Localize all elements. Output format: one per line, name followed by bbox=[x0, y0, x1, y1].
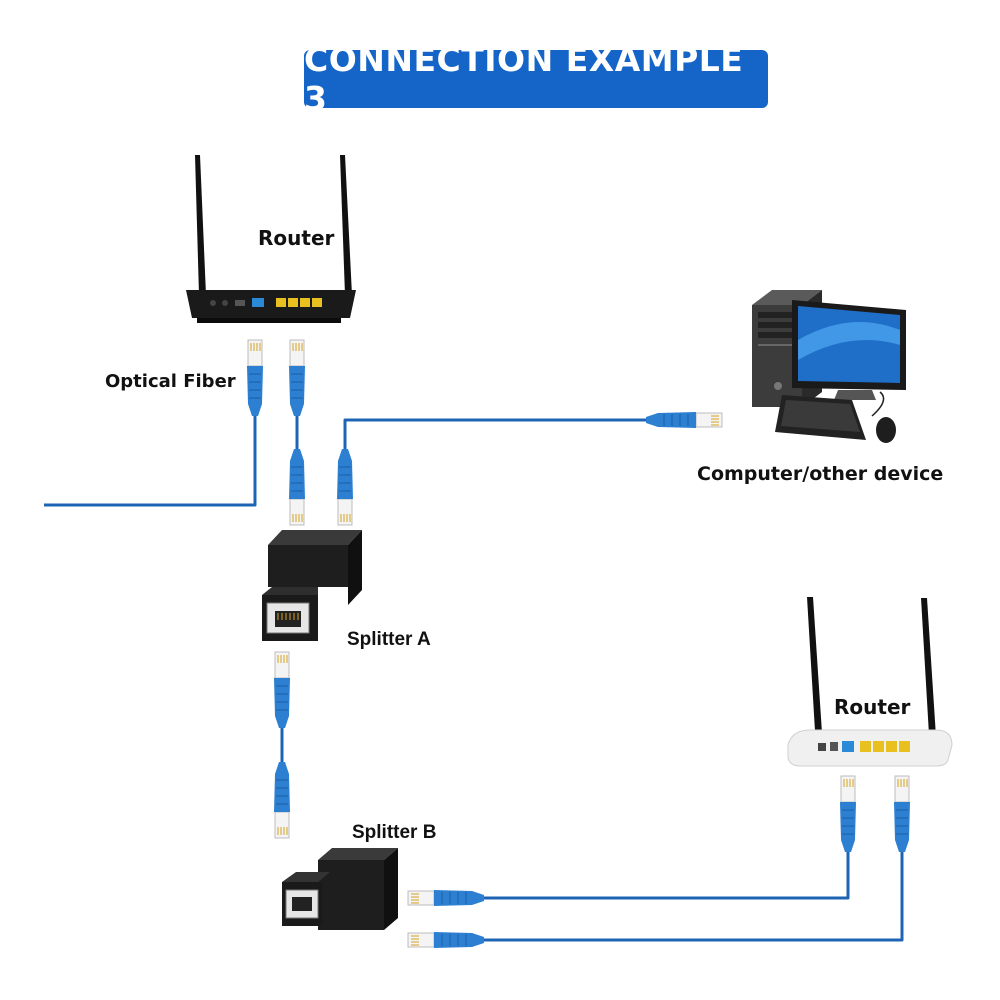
router-top-label: Router bbox=[258, 226, 335, 250]
rj45-plug-icon bbox=[645, 411, 723, 429]
splitter-a-icon bbox=[262, 530, 362, 641]
splitter-a-label: Splitter A bbox=[347, 629, 431, 650]
cables bbox=[44, 415, 904, 942]
computer-icon bbox=[752, 290, 906, 443]
router-bottom-label: Router bbox=[834, 695, 911, 719]
rj45-plug-icon bbox=[273, 651, 291, 729]
splitter-a-to-computer-cable bbox=[343, 418, 646, 450]
rj45-plug-icon bbox=[288, 448, 306, 526]
router-white-icon bbox=[787, 597, 953, 767]
optical-fiber-cable bbox=[44, 415, 257, 507]
router-black-icon bbox=[186, 155, 356, 323]
optical-fiber-label: Optical Fiber bbox=[105, 371, 236, 392]
rj45-plug-icon bbox=[407, 889, 485, 907]
rj45-plug-icon bbox=[336, 448, 354, 526]
rj45-plug-icon bbox=[893, 775, 911, 853]
splitter-b-label: Splitter B bbox=[352, 822, 437, 843]
splitter-b-to-router-cable-2 bbox=[484, 852, 904, 942]
rj45-plug-icon bbox=[407, 931, 485, 949]
computer-label: Computer/other device bbox=[697, 463, 944, 485]
rj45-plug-icon bbox=[273, 761, 291, 839]
splitter-b-to-router-cable-1 bbox=[484, 852, 850, 900]
rj45-plug-icon bbox=[246, 339, 264, 417]
rj45-plug-icon bbox=[288, 339, 306, 417]
splitter-b-icon bbox=[282, 848, 398, 930]
rj45-plug-icon bbox=[839, 775, 857, 853]
